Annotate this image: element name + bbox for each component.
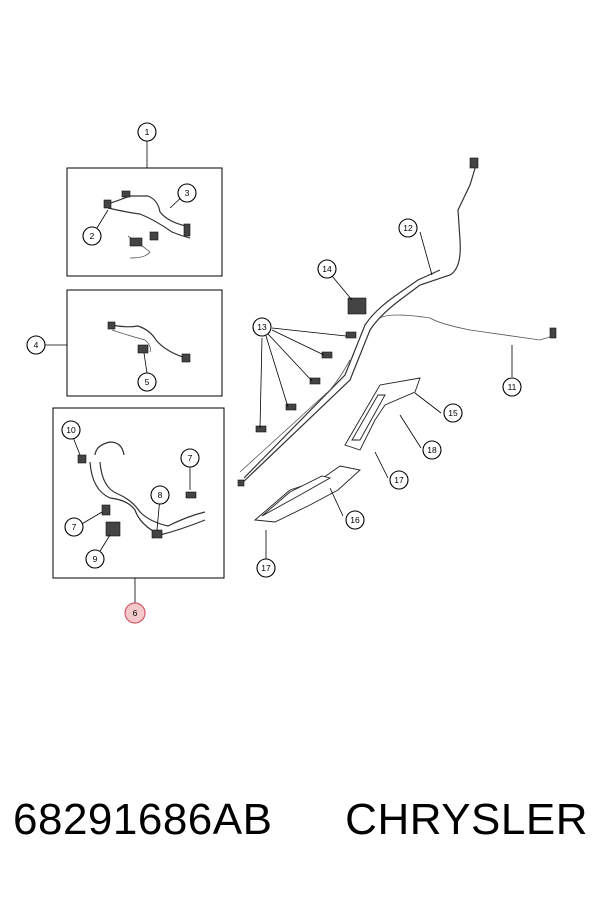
svg-text:18: 18 [427, 445, 437, 455]
callout-14[interactable]: 14 [317, 259, 337, 279]
callout-3[interactable]: 3 [177, 183, 197, 203]
svg-text:17: 17 [394, 475, 404, 485]
callout-16[interactable]: 16 [345, 510, 365, 530]
callout-4[interactable]: 4 [26, 335, 46, 355]
svg-text:2: 2 [90, 231, 95, 241]
svg-text:16: 16 [350, 515, 360, 525]
brand-name: CHRYSLER [345, 795, 588, 844]
svg-text:11: 11 [508, 382, 517, 392]
callout-7a[interactable]: 7 [180, 448, 200, 468]
group-box-1 [66, 167, 223, 277]
svg-text:5: 5 [145, 377, 150, 387]
callout-1[interactable]: 1 [137, 122, 157, 142]
callout-8[interactable]: 8 [150, 485, 170, 505]
svg-text:9: 9 [93, 554, 98, 564]
callout-2[interactable]: 2 [82, 226, 102, 246]
callout-10[interactable]: 10 [61, 420, 81, 440]
svg-text:3: 3 [185, 188, 190, 198]
callout-12[interactable]: 12 [398, 218, 418, 238]
svg-text:13: 13 [257, 322, 267, 332]
callout-15[interactable]: 15 [443, 403, 463, 423]
harness-assembly-6 [77, 441, 206, 539]
heat-shield-15 [344, 377, 421, 451]
callout-17b[interactable]: 17 [256, 558, 276, 578]
footer: 68291686AB CHRYSLER [0, 795, 600, 875]
harness-assembly-1 [103, 190, 191, 259]
callout-11[interactable]: 11 [502, 377, 522, 397]
fuel-line-assembly [237, 157, 557, 487]
svg-text:1: 1 [145, 127, 150, 137]
callout-13[interactable]: 13 [252, 317, 272, 337]
callout-17a[interactable]: 17 [389, 470, 409, 490]
heat-shield-16 [253, 465, 361, 523]
callout-7b[interactable]: 7 [64, 517, 84, 537]
callout-6[interactable]: 6 [124, 602, 146, 624]
group-box-6 [52, 407, 225, 579]
svg-text:7: 7 [188, 453, 193, 463]
svg-text:10: 10 [66, 425, 76, 435]
svg-text:4: 4 [34, 340, 39, 350]
svg-text:17: 17 [261, 563, 271, 573]
svg-text:15: 15 [448, 408, 458, 418]
svg-text:8: 8 [158, 490, 163, 500]
callout-5[interactable]: 5 [137, 372, 157, 392]
svg-text:7: 7 [72, 522, 77, 532]
group-box-4 [66, 289, 223, 397]
parts-diagram: 1 2 3 4 5 6 7 7 8 9 10 11 12 13 14 15 16… [26, 122, 557, 624]
harness-assembly-4 [107, 321, 191, 363]
svg-text:14: 14 [322, 264, 332, 274]
part-number: 68291686AB [13, 795, 273, 844]
svg-text:6: 6 [133, 608, 138, 618]
callout-9[interactable]: 9 [85, 549, 105, 569]
svg-text:12: 12 [403, 223, 413, 233]
callout-18[interactable]: 18 [422, 440, 442, 460]
